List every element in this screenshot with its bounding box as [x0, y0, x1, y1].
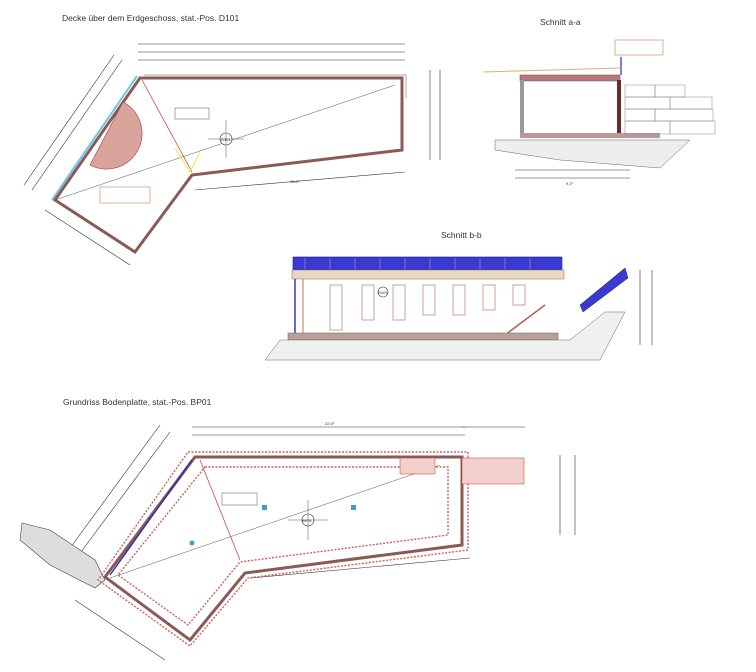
support-line [141, 79, 193, 173]
yellow-marker [174, 147, 201, 174]
drain-marker [351, 505, 356, 510]
section-aa: Schnitt a-a 9,1⁰ [482, 17, 716, 186]
dimension-lines-top [23, 43, 441, 266]
ramp-panels [579, 267, 629, 313]
plan-top-title: Decke über dem Erdgeschoss, stat.-Pos. D… [62, 13, 239, 23]
foundation-outline [97, 451, 469, 647]
position-tag: D101 [378, 290, 388, 295]
interior-stair [399, 457, 436, 475]
section-aa-title: Schnitt a-a [540, 17, 581, 27]
position-tag: BP01 [302, 518, 313, 523]
solar-panel-row [292, 256, 563, 271]
section-bb-title: Schnitt b-b [441, 230, 482, 240]
gravel-bed [494, 139, 691, 169]
drain-marker [189, 540, 195, 546]
wall-left [520, 80, 524, 135]
note-box-orange [614, 39, 664, 56]
note-box [221, 492, 258, 506]
floor-slab [520, 133, 660, 138]
note-box [174, 107, 210, 120]
stair-flight [504, 304, 546, 336]
wall-strip [109, 459, 193, 576]
dimension-label: 22,6⁰ [325, 421, 335, 426]
insulation-strip [51, 75, 138, 201]
retaining-wall-blocks [624, 84, 716, 135]
roof-slab [519, 74, 621, 82]
entrance-stair [461, 457, 525, 485]
roof-slab [291, 269, 565, 280]
inner-foundation-line [116, 466, 449, 626]
hatched-reinforcement-zone [89, 101, 143, 170]
section-bb: Schnitt b-b D101 [264, 230, 653, 361]
floor-slab [287, 332, 559, 341]
insulation-edge [144, 74, 407, 98]
dimension-label: 9,1⁰ [566, 181, 574, 186]
windows [329, 284, 526, 331]
drain-marker [262, 505, 267, 510]
panel-ribs [304, 258, 531, 269]
plan-bottom-title: Grundriss Bodenplatte, stat.-Pos. BP01 [63, 397, 212, 407]
gravel-bed [264, 311, 626, 361]
stone-wall [19, 522, 106, 589]
slab-outline [102, 455, 464, 643]
plan-bottom-bodenplatte: Grundriss Bodenplatte, stat.-Pos. BP01 2… [19, 397, 576, 661]
note-box-orange [99, 186, 151, 204]
dimension-label: 18,5⁰ [290, 179, 300, 184]
plan-top-decke: Decke über dem Erdgeschoss, stat.-Pos. D… [23, 13, 441, 266]
wall-right [617, 80, 621, 135]
